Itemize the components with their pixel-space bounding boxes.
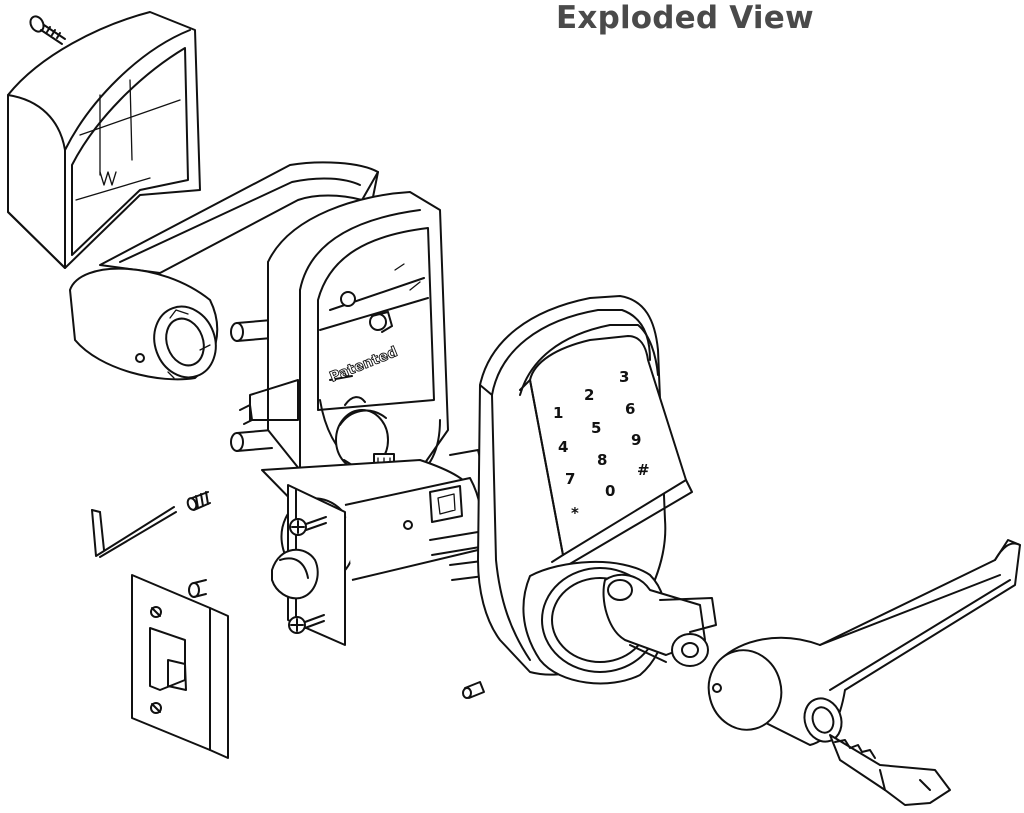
key-7: 7 xyxy=(565,470,575,488)
cover-screw xyxy=(29,15,66,45)
inside-handle xyxy=(69,161,379,381)
key-4: 4 xyxy=(558,438,568,456)
key xyxy=(829,734,951,806)
key-3: 3 xyxy=(619,368,629,386)
keypad: 3 2 1 6 5 4 9 8 7 # 0 * xyxy=(553,368,650,522)
diagram-title: Exploded View xyxy=(556,0,814,36)
outside-lever xyxy=(707,539,1021,746)
latch-assembly xyxy=(261,449,485,646)
key-8: 8 xyxy=(597,451,607,469)
battery-cover xyxy=(7,11,201,269)
strike-plate xyxy=(131,574,229,759)
spring-screw xyxy=(186,491,211,511)
key-star: * xyxy=(571,504,579,522)
hex-wrench xyxy=(91,506,177,558)
key-5: 5 xyxy=(591,419,601,437)
key-1: 1 xyxy=(553,404,563,422)
key-0: 0 xyxy=(605,482,615,500)
key-6: 6 xyxy=(625,400,635,418)
keypad-housing xyxy=(477,295,717,685)
inside-housing: Patented xyxy=(239,191,449,482)
key-2: 2 xyxy=(584,386,594,404)
key-hash: # xyxy=(637,461,650,479)
mounting-bolts xyxy=(230,319,273,452)
set-screw xyxy=(462,681,485,699)
key-9: 9 xyxy=(631,431,641,449)
